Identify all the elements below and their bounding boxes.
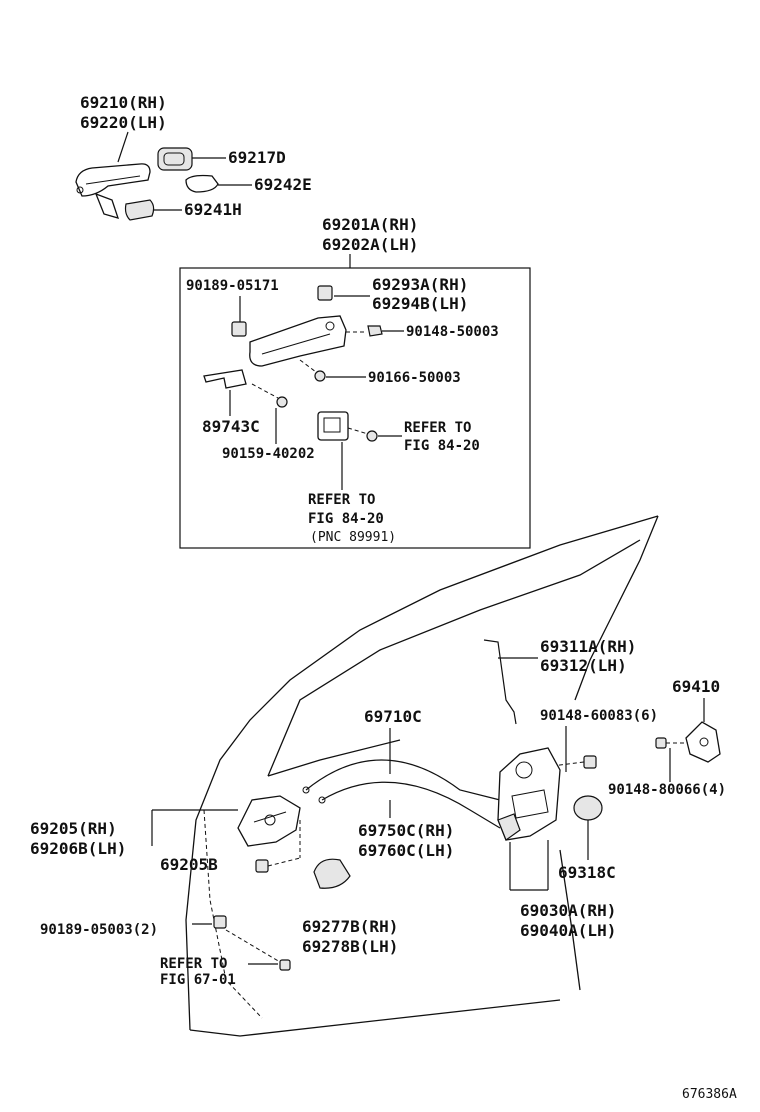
sensor-bracket-icon [203, 369, 247, 389]
label-inner-lh: 69206B(LH) [30, 839, 126, 858]
screw-icon [255, 859, 269, 873]
label-handle-lh: 69220(LH) [80, 113, 167, 132]
label-screw-50003b: 90166-50003 [368, 370, 461, 386]
striker-icon [685, 721, 721, 763]
label-cable-rh: 69750C(RH) [358, 821, 454, 840]
label-fig-84-20-2: FIG 84-20 [308, 511, 384, 527]
label-screw-80066: 90148-80066(4) [608, 782, 726, 798]
label-frame-lh: 69202A(LH) [322, 235, 418, 254]
handle-pad-icon [124, 199, 155, 221]
label-grommet-c: 69318C [558, 863, 616, 882]
label-rod-b: 69294B(LH) [372, 294, 468, 313]
label-striker: 69410 [672, 677, 720, 696]
label-refer-to-2: REFER TO [308, 492, 375, 508]
leader-line [251, 383, 279, 399]
screw-icon [366, 430, 378, 442]
inside-handle-icon [237, 795, 301, 847]
screw-icon [314, 370, 326, 382]
label-cover-lh: 69278B(LH) [302, 937, 398, 956]
outside-handle-icon [75, 163, 151, 219]
label-handle-rh: 69210(RH) [80, 93, 167, 112]
label-pad-e: 69242E [254, 175, 312, 194]
cover-icon [313, 858, 351, 889]
screw-icon [583, 755, 597, 769]
label-cap-d: 69217D [228, 148, 286, 167]
label-frame-rh: 69201A(RH) [322, 215, 418, 234]
leader-line [551, 761, 585, 767]
label-refer-to-3: REFER TO [160, 956, 227, 972]
bolt-icon [279, 959, 291, 971]
diagram-id: 676386A [682, 1087, 737, 1102]
label-fig-84-20-1: FIG 84-20 [404, 438, 480, 454]
handle-cap-icon [157, 147, 193, 171]
label-inner-b: 69205B [160, 855, 218, 874]
label-sensor-c: 89743C [202, 417, 260, 436]
label-screw-50003a: 90148-50003 [406, 324, 499, 340]
leader-line [267, 857, 301, 867]
label-clip-05003: 90189-05003(2) [40, 922, 158, 938]
label-screw-60083: 90148-60083(6) [540, 708, 658, 724]
label-inner-rh: 69205(RH) [30, 819, 117, 838]
frame-assembly-box [179, 267, 531, 549]
label-pad-h: 69241H [184, 200, 242, 219]
label-fig-67-01: FIG 67-01 [160, 972, 236, 988]
lock-assembly-icon [497, 747, 561, 841]
label-clip-05171: 90189-05171 [186, 278, 279, 294]
label-cover-rh: 69277B(RH) [302, 917, 398, 936]
handle-frame-icon [249, 285, 347, 367]
screw-icon [655, 737, 667, 749]
leader-line [117, 131, 129, 163]
leader-line [299, 359, 317, 373]
leader-line [347, 427, 369, 435]
clip-icon [231, 321, 247, 337]
screw-icon [367, 325, 383, 337]
label-pnc: (PNC 89991) [310, 530, 396, 545]
cable-icon [302, 759, 501, 829]
label-cable-710c: 69710C [364, 707, 422, 726]
bolt-icon [276, 396, 288, 408]
door-outline [185, 515, 659, 1037]
label-rod-312: 69312(LH) [540, 656, 627, 675]
label-lock-lh: 69040A(LH) [520, 921, 616, 940]
handle-pad-icon [185, 174, 219, 193]
leader-line [225, 929, 281, 963]
clip-icon [213, 915, 227, 929]
label-refer-to-1: REFER TO [404, 420, 471, 436]
label-cable-lh: 69760C(LH) [358, 841, 454, 860]
label-lock-rh: 69030A(RH) [520, 901, 616, 920]
grommet-icon [573, 795, 603, 821]
label-bolt-40202: 90159-40202 [222, 446, 315, 462]
label-rod-a: 69293A(RH) [372, 275, 468, 294]
lock-cylinder-icon [317, 411, 349, 441]
lock-rod-icon [483, 639, 517, 725]
label-rod-311a: 69311A(RH) [540, 637, 636, 656]
